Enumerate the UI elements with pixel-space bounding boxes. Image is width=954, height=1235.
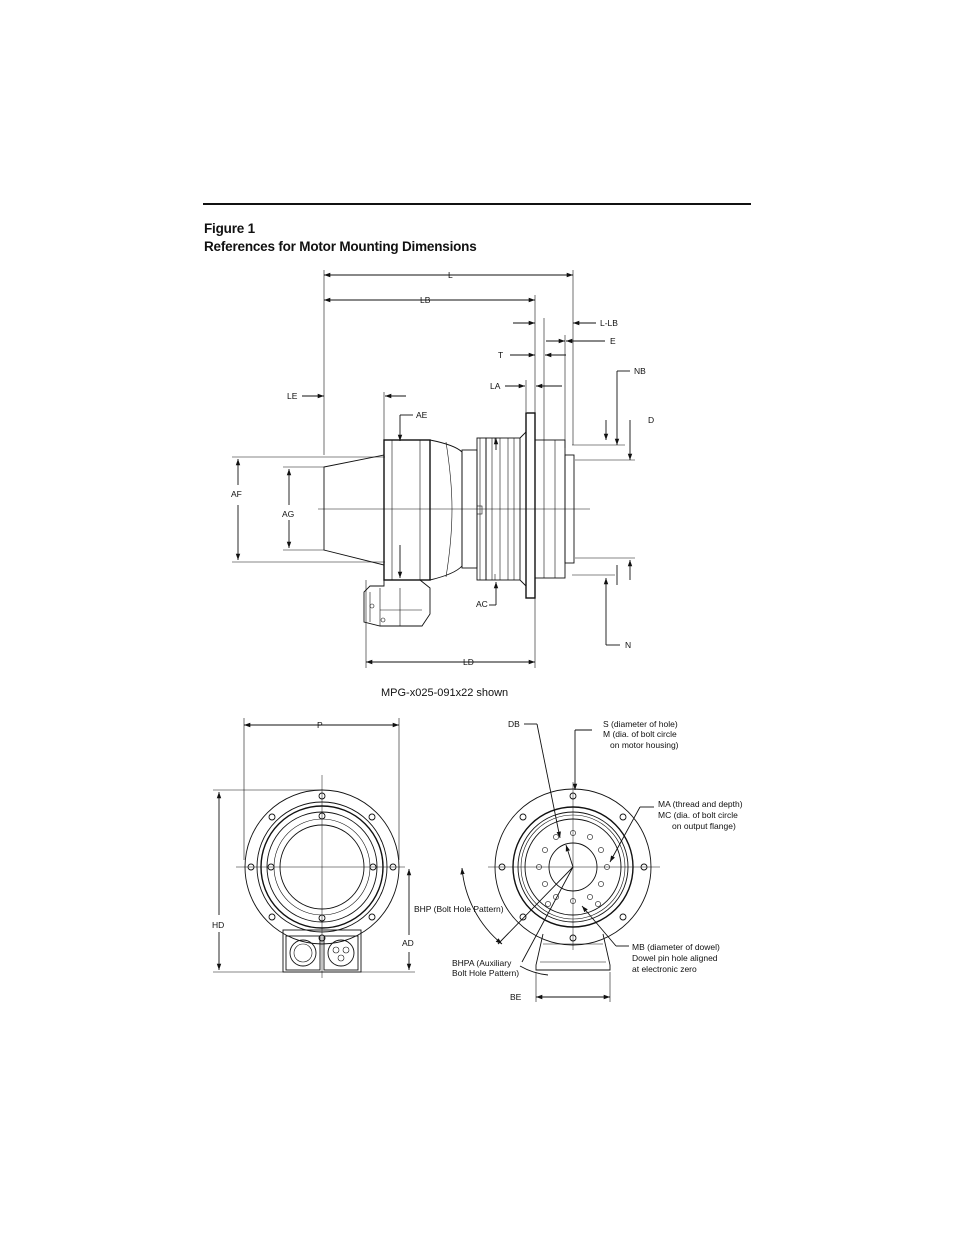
note-bhp: BHP (Bolt Hole Pattern) — [414, 904, 504, 914]
dim-label-db: DB — [508, 719, 520, 729]
dim-label-be: BE — [510, 992, 522, 1002]
front-bolt-holes — [498, 792, 648, 942]
dim-label-e: E — [610, 336, 616, 346]
figure-number: Figure 1 — [204, 221, 255, 236]
note-m-cont: on motor housing) — [610, 740, 679, 750]
note-bhpa: BHPA (Auxiliary — [452, 958, 512, 968]
dim-label-ag: AG — [282, 509, 294, 519]
dim-label-ad: AD — [402, 938, 414, 948]
side-view: L LB L-LB E T LA LE AE NB — [231, 270, 654, 699]
dim-label-n: N — [625, 640, 631, 650]
header-rule — [203, 203, 751, 205]
dim-label-l: L — [448, 270, 453, 280]
note-mb-zero: at electronic zero — [632, 964, 697, 974]
dim-label-af: AF — [231, 489, 242, 499]
note-bhpa-cont: Bolt Hole Pattern) — [452, 968, 519, 978]
note-mc-cont: on output flange) — [672, 821, 736, 831]
dim-label-ac: AC — [476, 599, 488, 609]
dim-label-t: T — [498, 350, 503, 360]
dim-label-l-lb: L-LB — [600, 318, 618, 328]
dim-label-le: LE — [287, 391, 298, 401]
note-ma: MA (thread and depth) — [658, 799, 743, 809]
rear-bolt-holes — [247, 792, 397, 942]
note-s: S (diameter of hole) — [603, 719, 678, 729]
dim-label-la: LA — [490, 381, 501, 391]
note-m: M (dia. of bolt circle — [603, 729, 677, 739]
dim-label-hd: HD — [212, 920, 224, 930]
model-caption: MPG-x025-091x22 shown — [381, 687, 508, 699]
dim-label-ld: LD — [463, 657, 474, 667]
note-mb: MB (diameter of dowel) — [632, 942, 720, 952]
dim-label-lb: LB — [420, 295, 431, 305]
dim-label-nb: NB — [634, 366, 646, 376]
dim-label-ae: AE — [416, 410, 428, 420]
rear-view: P — [212, 718, 415, 978]
dim-label-d: D — [648, 415, 654, 425]
figure-title: References for Motor Mounting Dimensions — [204, 239, 477, 254]
note-mb-dowel: Dowel pin hole aligned — [632, 953, 718, 963]
front-view: BE DB S (diameter of hole) M (dia. of bo… — [414, 719, 743, 1002]
dim-label-p: P — [317, 720, 323, 730]
note-mc: MC (dia. of bolt circle — [658, 810, 738, 820]
